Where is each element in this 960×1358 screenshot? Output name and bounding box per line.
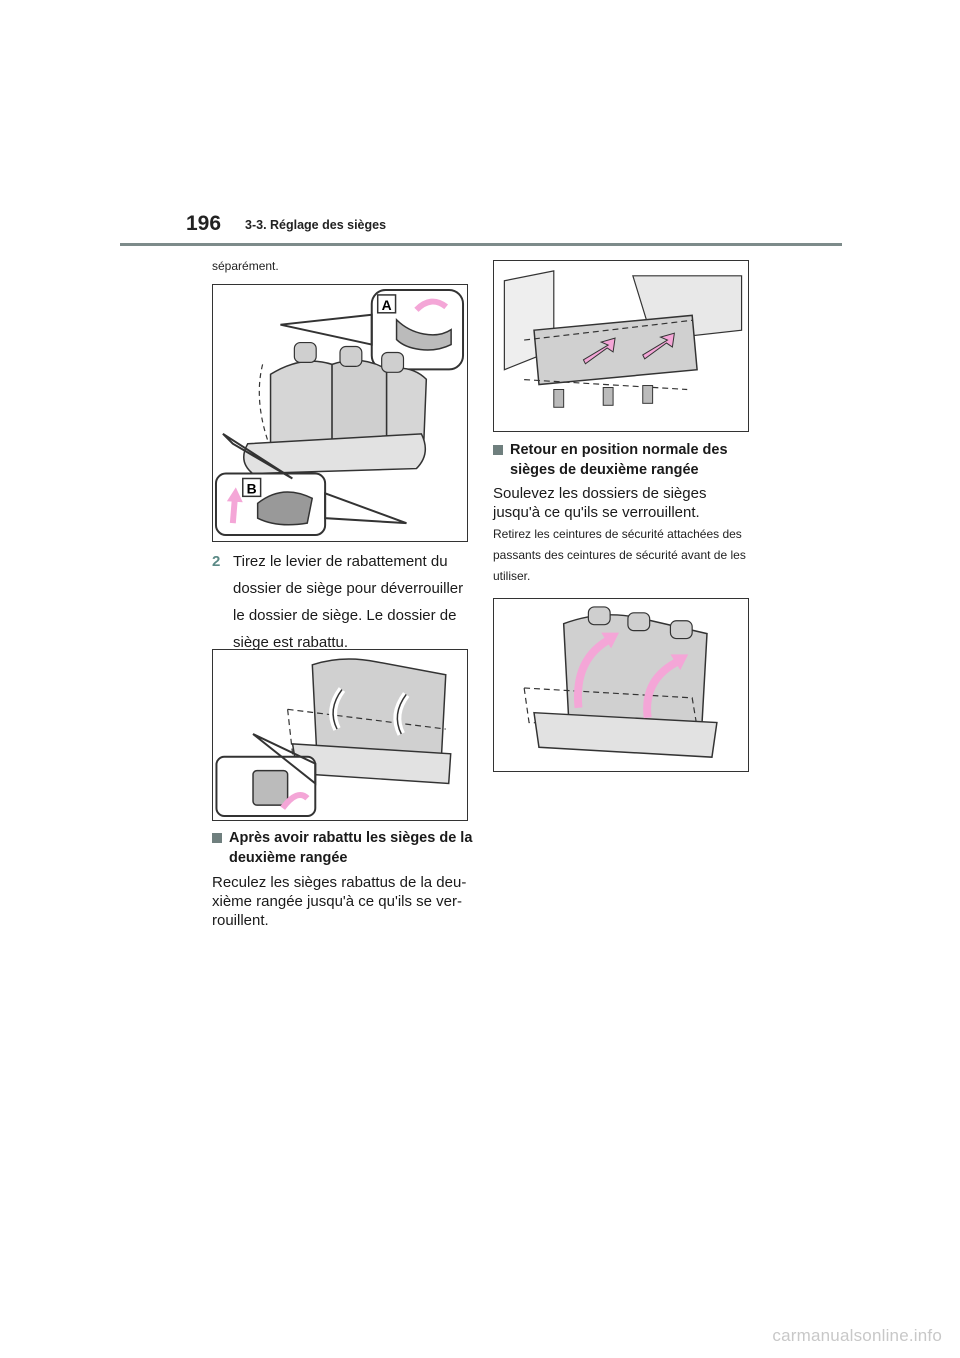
paragraph-after-folding: Reculez les sièges rabattus de la deu-xi…	[212, 874, 467, 929]
page-number: 196	[186, 212, 222, 235]
callout-label-b: B	[247, 480, 257, 496]
step-2: 2 Tirez le levier de rabattement du doss…	[212, 548, 476, 658]
seat-sliding-illustration	[503, 270, 743, 408]
seat-folding-illustration	[215, 658, 452, 818]
figure-seat-sliding	[493, 260, 749, 432]
seat-raising-illustration	[523, 606, 718, 758]
note-seatbelts: Retirez les ceintures de sécurité attach…	[493, 527, 746, 583]
paragraph-return-position: Soulevez les dossiers de sièges jusqu'à …	[493, 485, 707, 521]
section-title: 3-3. Réglage des sièges	[245, 218, 387, 232]
intro-text: séparément.	[212, 259, 279, 273]
heading-bullet	[212, 833, 222, 843]
figure-seat-raising	[493, 598, 749, 772]
heading-text: Après avoir rabattu les sièges de la deu…	[229, 830, 473, 866]
heading-return-position: Retour en position normale des sièges de…	[493, 440, 763, 480]
heading-after-folding: Après avoir rabattu les sièges de la deu…	[212, 828, 482, 868]
step-number: 2	[212, 553, 221, 570]
heading-bullet	[493, 445, 503, 455]
step-text: Tirez le levier de rabattement du dossie…	[233, 553, 464, 651]
header-rule	[120, 243, 842, 246]
watermark: carmanualsonline.info	[772, 1326, 942, 1345]
seat-levers-illustration: A B	[214, 288, 465, 537]
figure-seat-folding	[212, 649, 468, 821]
callout-label-a: A	[382, 297, 392, 313]
figure-seat-levers: A B	[212, 284, 468, 542]
heading-text: Retour en position normale des sièges de…	[510, 442, 728, 478]
